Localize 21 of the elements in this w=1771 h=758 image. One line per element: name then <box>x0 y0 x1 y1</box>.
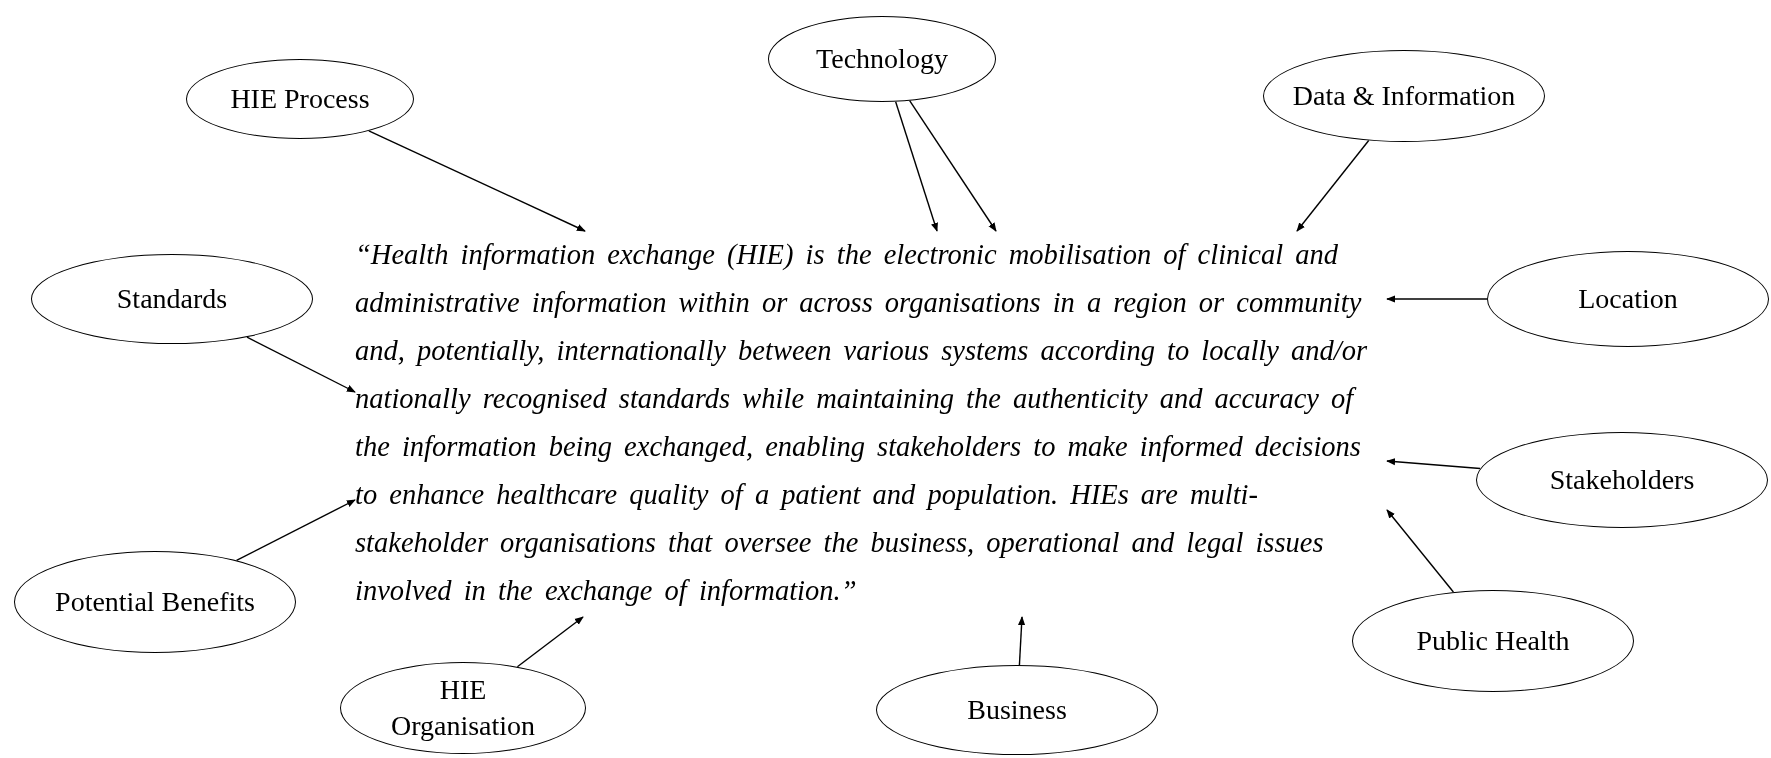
concept-label: HIE Process <box>230 82 370 116</box>
arrow <box>368 130 586 232</box>
arrow <box>894 101 938 232</box>
arrow <box>1386 458 1481 470</box>
concept-label: Standards <box>116 282 228 316</box>
concept-label: Business <box>967 693 1067 727</box>
arrow <box>246 336 356 393</box>
arrow <box>516 616 584 668</box>
concept-label: Technology <box>816 42 948 76</box>
arrow <box>235 499 356 562</box>
concept-label: Data & Information <box>1292 79 1516 113</box>
concept-label: Public Health <box>1416 624 1570 658</box>
definition-quote: “Health information exchange (HIE) is the electronic mobilisation of clinical and administrative information within or across organisations in a region or community and, potentially, internationally between various systems according to locally and/or nationally recognised standards while maintaining the authenticity and accuracy of the information being exchanged, enabling stakeholders to make informed decisions to enhance healthcare quality of a patient and population. HIEs are multi-stakeholder organisations that oversee the business, operational and legal issues involved in the exchange of information.” <box>355 239 1368 606</box>
concept-label: HIE Organisation <box>389 673 537 743</box>
concept-label: Location <box>1578 282 1678 316</box>
arrow <box>1017 616 1026 666</box>
concept-label: Potential Benefits <box>55 585 255 619</box>
arrow <box>908 100 997 232</box>
arrow <box>1386 509 1455 593</box>
concept-label: Stakeholders <box>1549 463 1695 497</box>
arrow <box>1386 295 1488 303</box>
